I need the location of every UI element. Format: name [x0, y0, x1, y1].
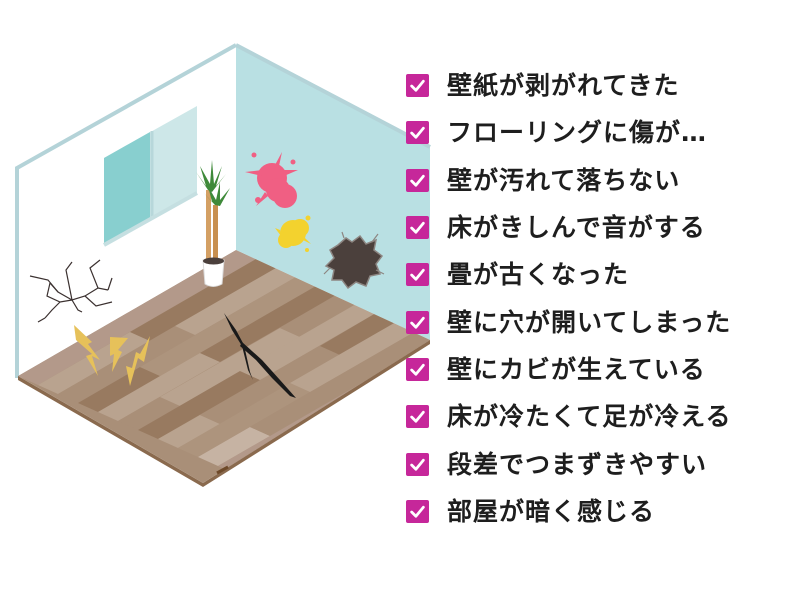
checklist-item[interactable]: 壁にカビが生えている: [406, 346, 732, 393]
checklist-item[interactable]: 壁が汚れて落ちない: [406, 157, 732, 204]
checklist-item-label: フローリングに傷が…: [447, 118, 708, 148]
checklist-item-label: 壁に穴が開いてしまった: [447, 307, 732, 337]
yellow-paint-stain-icon: [275, 215, 311, 252]
pink-paint-stain-icon: [245, 152, 298, 208]
checklist-item[interactable]: 段差でつまずきやすい: [406, 440, 732, 487]
checklist-item[interactable]: 床がきしんで音がする: [406, 204, 732, 251]
checkbox-checked-icon[interactable]: [406, 168, 429, 192]
floor-squeak-icon: [74, 325, 150, 386]
checklist-item[interactable]: 部屋が暗く感じる: [406, 488, 732, 535]
checklist-item-label: 壁にカビが生えている: [447, 354, 706, 384]
wall-hole-icon: [323, 231, 385, 290]
potted-plant-icon: [196, 160, 230, 287]
checkbox-checked-icon[interactable]: [406, 357, 429, 381]
checklist-item-label: 部屋が暗く感じる: [447, 496, 656, 526]
checkbox-checked-icon[interactable]: [406, 263, 429, 287]
checkbox-checked-icon[interactable]: [406, 405, 429, 429]
checkbox-checked-icon[interactable]: [406, 310, 429, 334]
checkbox-checked-icon[interactable]: [406, 499, 429, 523]
wall-crack-icon: [29, 259, 113, 323]
checklist-item[interactable]: 床が冷たくて足が冷える: [406, 393, 732, 440]
checkbox-checked-icon[interactable]: [406, 216, 429, 240]
checklist-item[interactable]: 壁紙が剥がれてきた: [406, 62, 732, 109]
checkbox-checked-icon[interactable]: [406, 121, 429, 145]
checklist-item-label: 段差でつまずきやすい: [447, 449, 708, 479]
checkbox-checked-icon[interactable]: [406, 74, 429, 98]
checklist-item-label: 床がきしんで音がする: [447, 213, 706, 243]
checklist-item[interactable]: 壁に穴が開いてしまった: [406, 298, 732, 345]
checklist-item-label: 壁紙が剥がれてきた: [447, 71, 680, 101]
symptom-checklist: 壁紙が剥がれてきた フローリングに傷が… 壁が汚れて落ちない 床がきしんで音がす…: [406, 62, 732, 535]
checklist-item[interactable]: 畳が古くなった: [406, 251, 732, 298]
checklist-item-label: 壁が汚れて落ちない: [447, 165, 681, 195]
checkbox-checked-icon[interactable]: [406, 452, 429, 476]
right-wall: [236, 45, 430, 340]
window-icon: [103, 106, 198, 247]
checklist-item-label: 床が冷たくて足が冷える: [447, 402, 732, 432]
checklist-item-label: 畳が古くなった: [447, 260, 630, 290]
checklist-item[interactable]: フローリングに傷が…: [406, 109, 732, 156]
floor-crack-icon: [224, 313, 296, 398]
